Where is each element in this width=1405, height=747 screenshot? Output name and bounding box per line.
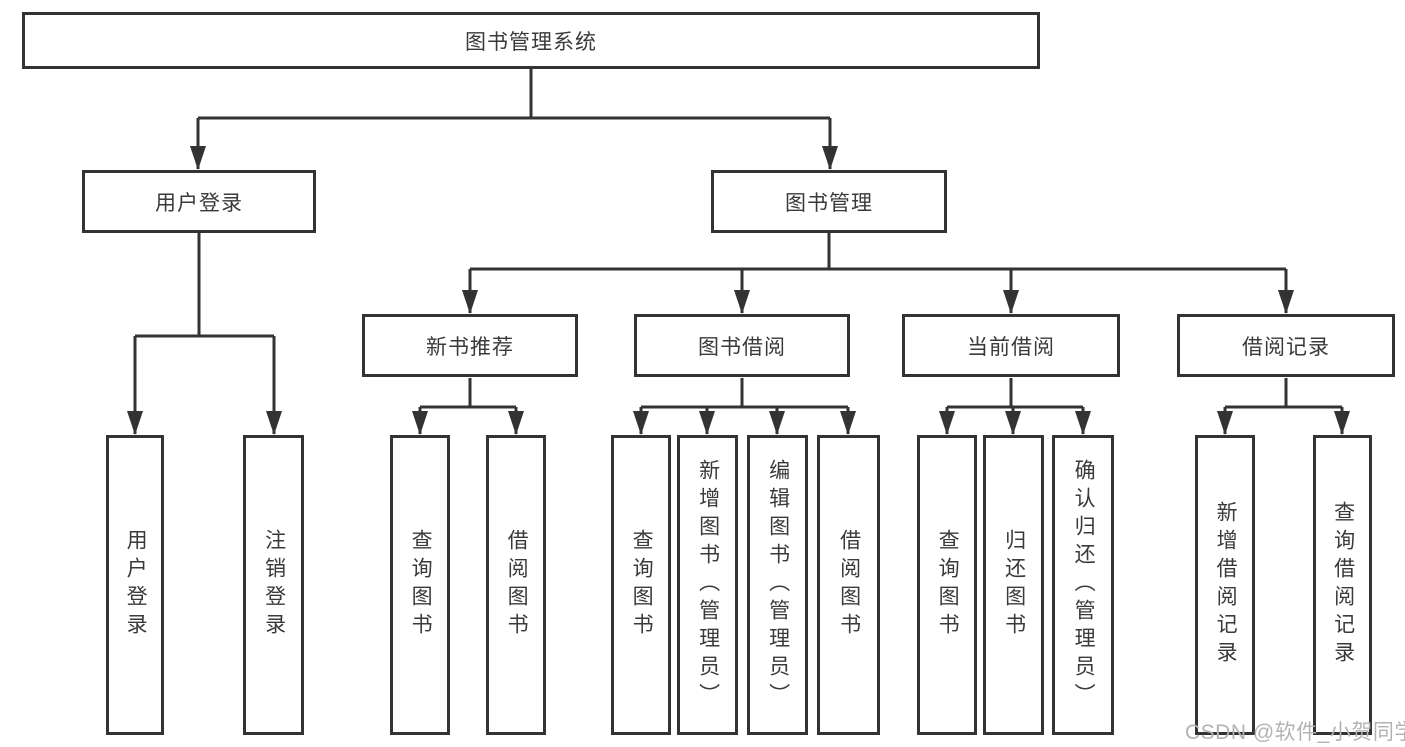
- leaf-bb-borrow-books: 借阅图书: [817, 435, 880, 735]
- node-book-management-label: 图书管理: [785, 191, 873, 215]
- node-user-login: 用户登录: [82, 170, 316, 233]
- csdn-watermark: CSDN @软件_小贺同学: [1185, 721, 1405, 744]
- leaf-bb-edit-books-admin-label: 编辑图书（管理员）: [766, 459, 790, 711]
- node-user-login-label: 用户登录: [155, 191, 243, 215]
- connector-current-borrow-trunk: [947, 378, 1083, 409]
- leaf-cb-return-books-label: 归还图书: [1002, 529, 1026, 641]
- node-new-book-recommend-label: 新书推荐: [426, 335, 514, 359]
- connector-book-management-trunk: [470, 233, 1286, 271]
- connector-root-trunk: [198, 69, 830, 120]
- leaf-cb-return-books: 归还图书: [983, 435, 1044, 735]
- leaf-cb-confirm-return-admin: 确认归还（管理员）: [1052, 435, 1114, 735]
- node-book-borrowing: 图书借阅: [634, 314, 850, 377]
- leaf-bb-add-books-admin: 新增图书（管理员）: [677, 435, 738, 735]
- leaf-nb-borrow-books: 借阅图书: [486, 435, 546, 735]
- leaf-br-query-record: 查询借阅记录: [1313, 435, 1372, 735]
- leaf-nb-query-books-label: 查询图书: [409, 529, 433, 641]
- node-new-book-recommend: 新书推荐: [362, 314, 578, 377]
- leaf-bb-query-books-label: 查询图书: [630, 529, 654, 641]
- leaf-cb-query-books: 查询图书: [917, 435, 977, 735]
- node-borrowing-records-label: 借阅记录: [1242, 335, 1330, 359]
- leaf-cb-confirm-return-admin-label: 确认归还（管理员）: [1072, 459, 1096, 711]
- node-current-borrowing: 当前借阅: [902, 314, 1120, 377]
- leaf-bb-edit-books-admin: 编辑图书（管理员）: [747, 435, 808, 735]
- connector-borrow-record-trunk: [1225, 378, 1342, 409]
- leaf-logout: 注销登录: [243, 435, 304, 735]
- leaf-user-login-label: 用户登录: [124, 529, 148, 641]
- leaf-br-query-record-label: 查询借阅记录: [1331, 501, 1355, 669]
- leaf-cb-query-books-label: 查询图书: [936, 529, 960, 641]
- node-root-system: 图书管理系统: [22, 12, 1040, 69]
- leaf-bb-add-books-admin-label: 新增图书（管理员）: [696, 459, 720, 711]
- leaf-logout-label: 注销登录: [262, 529, 286, 641]
- node-book-management: 图书管理: [711, 170, 947, 233]
- leaf-br-add-record-label: 新增借阅记录: [1214, 501, 1238, 669]
- leaf-bb-query-books: 查询图书: [611, 435, 671, 735]
- connector-book-borrow-trunk: [641, 378, 848, 409]
- node-current-borrowing-label: 当前借阅: [967, 335, 1055, 359]
- leaf-nb-borrow-books-label: 借阅图书: [505, 529, 529, 641]
- node-book-borrowing-label: 图书借阅: [698, 335, 786, 359]
- leaf-br-add-record: 新增借阅记录: [1195, 435, 1255, 735]
- node-root-label: 图书管理系统: [465, 30, 597, 54]
- leaf-bb-borrow-books-label: 借阅图书: [837, 529, 861, 641]
- leaf-user-login: 用户登录: [106, 435, 164, 735]
- leaf-nb-query-books: 查询图书: [390, 435, 450, 735]
- connector-user-login-trunk: [135, 233, 274, 338]
- connector-new-book-trunk: [420, 378, 516, 409]
- node-borrowing-records: 借阅记录: [1177, 314, 1395, 377]
